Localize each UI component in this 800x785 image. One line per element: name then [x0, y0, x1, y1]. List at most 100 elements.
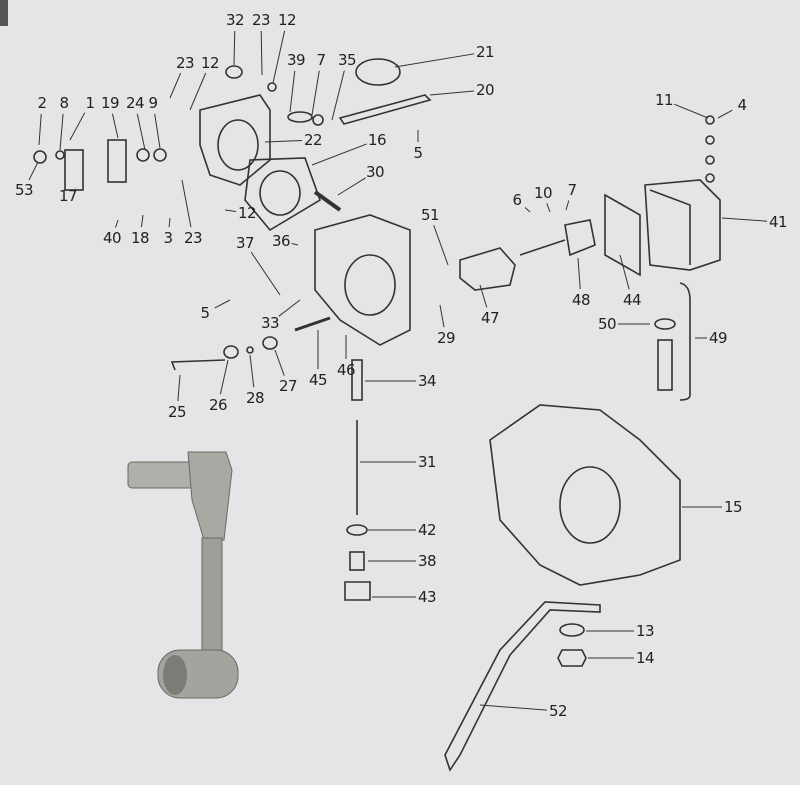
- leader-line: [189, 72, 207, 111]
- leader-line: [311, 143, 367, 166]
- callout-32: 32: [225, 11, 245, 29]
- leader-line: [337, 177, 366, 196]
- carburetor-assembly-15: [489, 404, 681, 586]
- callout-23: 23: [251, 11, 271, 29]
- leader-line: [721, 217, 768, 222]
- callout-19: 19: [100, 94, 120, 112]
- callout-38: 38: [417, 552, 437, 570]
- callout-14: 14: [635, 649, 655, 667]
- callout-34: 34: [417, 372, 437, 390]
- callout-45: 45: [308, 371, 328, 389]
- leader-line: [69, 112, 86, 141]
- leader-line: [168, 217, 171, 228]
- callout-24: 24: [125, 94, 145, 112]
- callout-27: 27: [278, 377, 298, 395]
- gasket-16: [244, 157, 321, 232]
- callout-15: 15: [723, 498, 743, 516]
- callout-44: 44: [622, 291, 642, 309]
- leader-line: [264, 139, 303, 143]
- callout-51: 51: [420, 206, 440, 224]
- callout-11: 11: [654, 91, 674, 109]
- leader-line: [565, 200, 570, 211]
- callout-43: 43: [417, 588, 437, 606]
- bracket-52: [444, 601, 601, 772]
- callout-47: 47: [480, 309, 500, 327]
- leader-line: [136, 113, 146, 151]
- leader-line: [224, 209, 237, 213]
- callout-25: 25: [167, 403, 187, 421]
- leader-line: [140, 214, 144, 228]
- leader-line: [619, 254, 630, 290]
- spring-38: [349, 551, 365, 571]
- callout-37: 37: [235, 234, 255, 252]
- callout-4: 4: [737, 96, 747, 114]
- leader-line: [577, 257, 581, 290]
- callout-33: 33: [260, 314, 280, 332]
- callout-7: 7: [316, 51, 326, 69]
- callout-9: 9: [148, 94, 158, 112]
- callout-8: 8: [59, 94, 69, 112]
- leader-line: [169, 72, 182, 99]
- callout-35: 35: [337, 51, 357, 69]
- leader-line: [331, 70, 345, 121]
- jet-34: [351, 359, 363, 401]
- leader-line: [115, 219, 119, 228]
- callout-6: 6: [512, 191, 522, 209]
- callout-12: 12: [200, 54, 220, 72]
- leader-line: [111, 113, 119, 139]
- callout-16: 16: [367, 131, 387, 149]
- callout-50: 50: [597, 315, 617, 333]
- leader-line: [479, 704, 548, 711]
- callout-13: 13: [635, 622, 655, 640]
- float-bowl-41: [644, 179, 721, 271]
- callout-40: 40: [102, 229, 122, 247]
- float-47: [459, 247, 516, 291]
- leader-line: [429, 90, 475, 96]
- plug-43: [344, 581, 371, 601]
- callout-23: 23: [183, 229, 203, 247]
- callout-22: 22: [303, 131, 323, 149]
- carburetor-body: [314, 214, 411, 346]
- leader-line: [524, 207, 531, 213]
- callout-3: 3: [163, 229, 173, 247]
- leader-line: [394, 53, 475, 68]
- leader-line: [28, 161, 39, 181]
- tool-body: [187, 451, 233, 541]
- leader-line: [59, 113, 64, 151]
- washer-42: [346, 524, 368, 536]
- callout-20: 20: [475, 81, 495, 99]
- callout-17: 17: [58, 187, 78, 205]
- callout-49: 49: [708, 329, 728, 347]
- pin-30: [313, 190, 342, 212]
- callout-18: 18: [130, 229, 150, 247]
- callout-29: 29: [436, 329, 456, 347]
- callout-52: 52: [548, 702, 568, 720]
- throttle-body-22: [199, 94, 271, 186]
- washer-50: [654, 318, 676, 330]
- leader-line: [214, 299, 231, 309]
- callout-39: 39: [286, 51, 306, 69]
- callout-30: 30: [365, 163, 385, 181]
- leader-line: [219, 359, 229, 395]
- callout-7: 7: [567, 181, 577, 199]
- leader-line: [249, 354, 255, 388]
- float-lever-48: [564, 219, 596, 257]
- leader-line: [38, 113, 42, 146]
- leader-line: [181, 179, 192, 228]
- leader-line: [433, 225, 449, 266]
- gasket-21: [355, 58, 401, 86]
- callout-2: 2: [37, 94, 47, 112]
- leader-line: [233, 30, 236, 66]
- shaft-20: [338, 94, 432, 125]
- callout-23: 23: [175, 54, 195, 72]
- leader-line: [439, 304, 445, 328]
- leader-line: [291, 243, 299, 246]
- callout-46: 46: [336, 361, 356, 379]
- callout-28: 28: [245, 389, 265, 407]
- callout-41: 41: [768, 213, 788, 231]
- callout-12: 12: [277, 11, 297, 29]
- leader-line: [717, 109, 733, 119]
- leader-line: [250, 251, 281, 296]
- leader-line: [673, 103, 709, 119]
